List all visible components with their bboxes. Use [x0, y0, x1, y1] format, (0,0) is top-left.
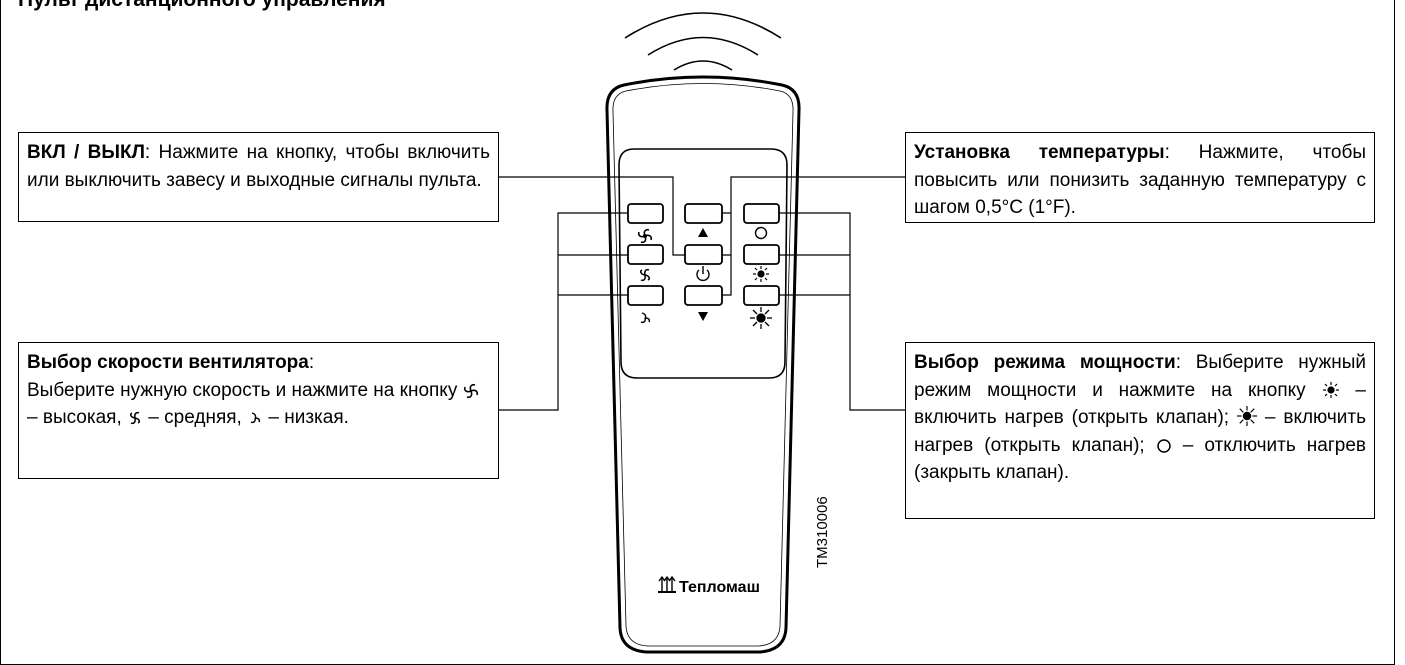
callout-fan-colon: : — [308, 352, 315, 373]
fan-high-icon — [637, 228, 653, 244]
fan-medium-button[interactable] — [627, 244, 664, 265]
callout-heat-off: – отключить нагрев (закрыть клапан). — [914, 434, 1367, 484]
fan-low-icon — [640, 312, 651, 324]
callout-power: ВКЛ / ВЫКЛ: Нажмите на кнопку, чтобы вкл… — [18, 132, 499, 222]
arrow-up-icon — [698, 228, 708, 237]
heat-large-button[interactable] — [743, 285, 780, 306]
fan-low-icon — [250, 412, 261, 424]
callout-fan-mid: – средняя, — [143, 407, 242, 428]
callout-power-title: ВКЛ / ВЫКЛ — [27, 142, 145, 163]
temp-up-button[interactable] — [684, 203, 723, 224]
callout-power-mode-intro: : Выберите нужный режим мощности и нажми… — [914, 352, 1366, 401]
heat-small-button[interactable] — [743, 244, 780, 265]
tm-code: TM310006 — [814, 496, 831, 568]
callout-power-text: : Нажмите на кнопку, чтобы включить или … — [27, 142, 490, 191]
fan-high-icon — [463, 383, 478, 398]
page-title: Пульт дистанционного управления — [18, 0, 386, 12]
callout-temperature-title: Установка температуры — [914, 142, 1165, 163]
callout-heat1: – включить нагрев (открыть клапан); — [914, 379, 1366, 429]
signal-waves-icon — [624, 12, 782, 71]
power-icon — [696, 266, 710, 282]
brand-name: Тепломаш — [679, 579, 760, 596]
fan-medium-icon — [640, 268, 650, 282]
sun-small-icon — [753, 266, 769, 282]
remote-body-inner-edge — [612, 83, 794, 647]
circle-off-icon — [1157, 438, 1171, 453]
callout-fan-title: Выбор скорости вентилятора — [27, 352, 309, 373]
fan-high-button[interactable] — [627, 203, 664, 224]
fan-medium-icon — [130, 411, 141, 425]
sun-large-icon — [750, 307, 772, 329]
callout-temperature-text: : Нажмите, чтобы повысить или понизить з… — [914, 142, 1367, 218]
callout-temperature: Установка температуры: Нажмите, чтобы по… — [905, 132, 1375, 223]
callout-power-mode-title: Выбор режима мощности — [914, 352, 1176, 373]
callout-fan-speed: Выбор скорости вентилятора: Выберите нуж… — [18, 342, 499, 479]
arrow-down-icon — [698, 312, 708, 321]
temp-down-button[interactable] — [684, 285, 723, 306]
brand-logo-icon — [658, 575, 676, 593]
fan-low-button[interactable] — [627, 285, 664, 306]
callout-fan-low: – низкая. — [263, 407, 349, 428]
leader-lines — [498, 176, 906, 411]
heat-off-button[interactable] — [743, 203, 780, 224]
sun-small-icon — [1322, 381, 1339, 398]
power-button[interactable] — [684, 244, 723, 265]
circle-off-icon — [754, 226, 768, 240]
callout-fan-intro: Выберите нужную скорость и нажмите на кн… — [27, 379, 458, 401]
callout-fan-high: – высокая, — [27, 407, 122, 428]
callout-power-mode: Выбор режима мощности: Выберите нужный р… — [905, 342, 1375, 519]
sun-large-icon — [1236, 406, 1257, 426]
callout-heat2: – включить нагрев (открыть клапан); — [914, 407, 1367, 456]
